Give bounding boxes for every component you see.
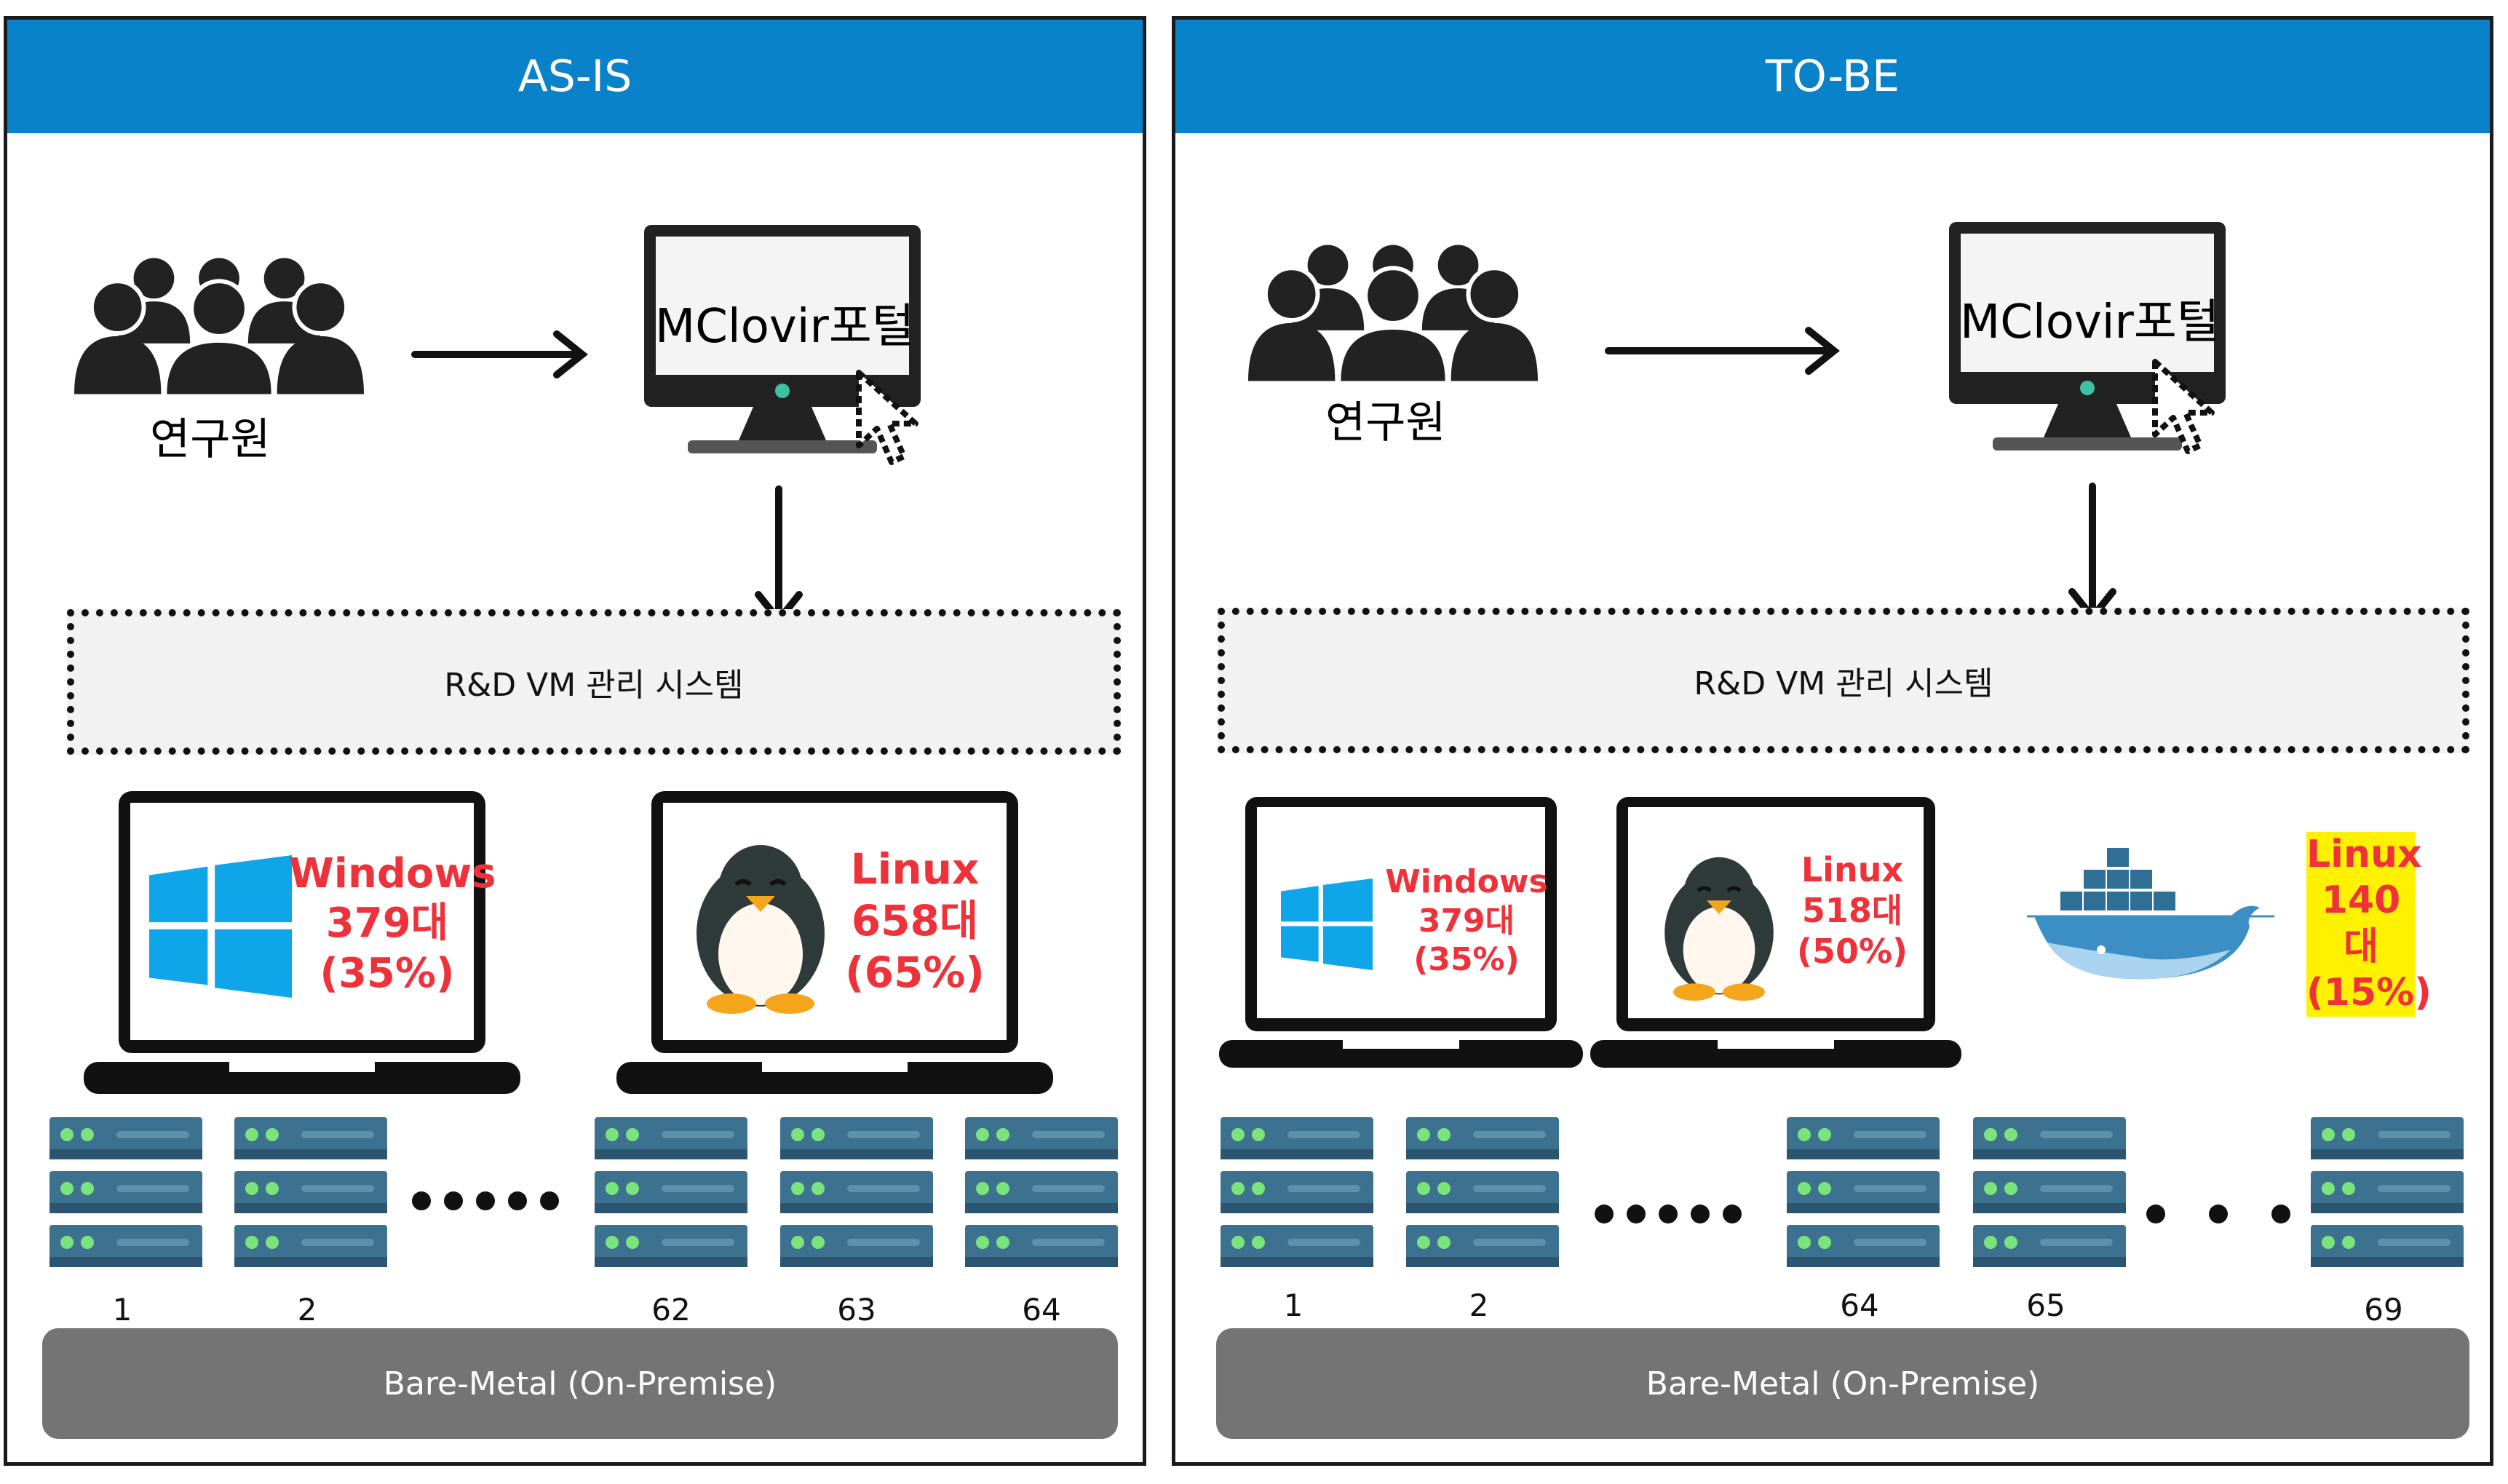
arrow-right-icon xyxy=(1605,327,1841,375)
ellipsis-dots xyxy=(412,1191,559,1213)
os-percent: (35%) xyxy=(1413,941,1520,979)
windows-logo-icon xyxy=(149,855,292,998)
arrow-down-icon xyxy=(2068,483,2116,624)
os-percent: (50%) xyxy=(1796,932,1908,972)
server-rack-icon xyxy=(49,1117,202,1270)
user-label: 연구원 xyxy=(1325,397,1446,448)
people-icon xyxy=(74,248,364,402)
vm-management-system: R&D VM 관리 시스템 xyxy=(1218,608,2469,753)
windows-laptop: Windows 379대 (35%) xyxy=(1219,797,1583,1074)
server-rack-icon xyxy=(1406,1117,1559,1270)
os-count: 379대 xyxy=(325,900,449,948)
panel-title: AS-IS xyxy=(7,20,1143,133)
cursor-icon xyxy=(2148,358,2221,460)
windows-laptop: Windows 379대 (35%) xyxy=(84,791,520,1111)
ellipsis-dots xyxy=(1595,1205,1742,1226)
bare-metal-label: Bare-Metal (On-Premise) xyxy=(1646,1365,2040,1402)
tux-penguin-icon xyxy=(1657,852,1781,1001)
server-rack-icon xyxy=(1787,1117,1940,1270)
os-percent: (65%) xyxy=(845,947,985,997)
portal-label: MClovir포털 xyxy=(1960,295,2220,349)
server-number: 64 xyxy=(1022,1292,1061,1328)
bare-metal-layer: Bare-Metal (On-Premise) xyxy=(42,1328,1118,1439)
server-rack-icon xyxy=(965,1117,1118,1270)
ellipsis-dots xyxy=(2146,1205,2290,1226)
server-rack-icon xyxy=(1221,1117,1373,1270)
server-rack-icon xyxy=(780,1117,933,1270)
os-percent: (35%) xyxy=(320,949,455,997)
linux-stats: Linux 658대 (65%) xyxy=(828,844,1002,998)
server-rack-icon xyxy=(2311,1117,2464,1270)
server-number: 1 xyxy=(112,1292,132,1328)
os-count: 658대 xyxy=(851,895,979,945)
os-name: Linux xyxy=(2306,833,2422,876)
server-number: 65 xyxy=(2026,1287,2065,1323)
people-icon xyxy=(1248,235,1538,389)
windows-logo-icon xyxy=(1281,878,1373,970)
os-count: 379대 xyxy=(1418,902,1515,940)
windows-stats: Windows 379대 (35%) xyxy=(289,849,496,999)
server-rack-icon xyxy=(234,1117,387,1270)
os-name: Windows xyxy=(289,850,496,897)
os-name: Windows xyxy=(1385,863,1548,900)
container-linux-stats: Linux 140대 (15%) xyxy=(2306,832,2432,1017)
cursor-icon xyxy=(852,369,924,471)
portal-label: MClovir포털 xyxy=(655,300,915,354)
server-number: 2 xyxy=(1469,1287,1489,1323)
linux-stats: Linux 518대 (50%) xyxy=(1787,849,1918,972)
server-number: 2 xyxy=(297,1292,317,1328)
panel-title: TO-BE xyxy=(1175,20,2490,133)
user-label: 연구원 xyxy=(150,414,271,465)
server-number: 64 xyxy=(1840,1287,1879,1323)
bare-metal-layer: Bare-Metal (On-Premise) xyxy=(1216,1328,2469,1439)
to-be-panel: TO-BE 연구원 MClovir포털 R&D VM 관리 시스템 Window… xyxy=(1172,16,2493,1466)
as-is-panel: AS-IS 연구원 MClovir포털 R&D VM 관리 시스템 Window… xyxy=(4,16,1146,1466)
os-count: 518대 xyxy=(1801,891,1903,931)
tux-penguin-icon xyxy=(688,839,833,1014)
server-number: 62 xyxy=(651,1292,691,1328)
docker-whale-icon xyxy=(2027,841,2274,986)
vm-management-system: R&D VM 관리 시스템 xyxy=(67,609,1121,755)
linux-laptop: Linux 658대 (65%) xyxy=(616,791,1053,1111)
server-number: 69 xyxy=(2364,1292,2403,1328)
linux-laptop: Linux 518대 (50%) xyxy=(1590,797,1961,1074)
os-count: 140대 xyxy=(2321,878,2401,969)
arrow-right-icon xyxy=(411,330,589,378)
os-percent: (15%) xyxy=(2306,971,2432,1015)
os-name: Linux xyxy=(1801,850,1904,889)
server-number: 1 xyxy=(1283,1287,1303,1323)
vm-system-label: R&D VM 관리 시스템 xyxy=(1694,665,1993,702)
bare-metal-label: Bare-Metal (On-Premise) xyxy=(383,1365,777,1402)
os-name: Linux xyxy=(850,844,980,894)
windows-stats: Windows 379대 (35%) xyxy=(1379,862,1554,980)
server-rack-icon xyxy=(1973,1117,2126,1270)
vm-system-label: R&D VM 관리 시스템 xyxy=(444,667,744,704)
server-number: 63 xyxy=(837,1292,876,1328)
server-rack-icon xyxy=(595,1117,747,1270)
